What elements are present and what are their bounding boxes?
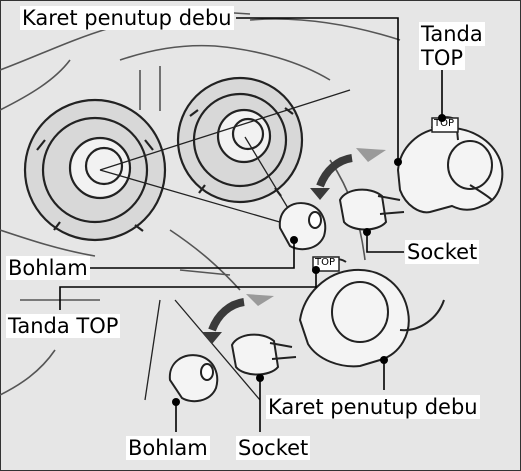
lower-dust-cover [298, 258, 445, 368]
upper-rotate-arrowhead [310, 188, 330, 200]
callout-dots [172, 114, 446, 406]
lower-socket [230, 333, 297, 376]
lower-top-tag [312, 256, 340, 272]
lower-rotate-arrowhead [202, 332, 222, 344]
label-dust-cover-upper: Karet penutup debu [20, 6, 234, 30]
upper-socket [338, 188, 405, 231]
label-top-mark-word: Tanda [419, 22, 485, 46]
upper-top-tag-text: TOP [434, 118, 455, 129]
lower-pull-arrow [246, 294, 274, 306]
lower-rotate-arrow [208, 298, 245, 332]
upper-pull-arrow [356, 148, 386, 162]
label-bulb-left: Bohlam [6, 256, 90, 280]
label-top-mark-top: TOP [419, 46, 466, 70]
upper-rotate-arrow [316, 154, 353, 188]
label-dust-cover-lower: Karet penutup debu [266, 395, 480, 419]
label-bulb-bottom: Bohlam [126, 436, 210, 460]
center-lamp-housing [176, 76, 304, 204]
lower-bulb [168, 354, 219, 403]
label-top-mark-left: Tanda TOP [6, 314, 121, 338]
label-socket-upper: Socket [405, 240, 480, 264]
lower-top-tag-text: TOP [315, 257, 336, 268]
callout-leaders [59, 17, 443, 432]
label-socket-bottom: Socket [236, 436, 311, 460]
upper-dust-cover [396, 116, 504, 214]
left-lamp-housing [23, 98, 167, 242]
